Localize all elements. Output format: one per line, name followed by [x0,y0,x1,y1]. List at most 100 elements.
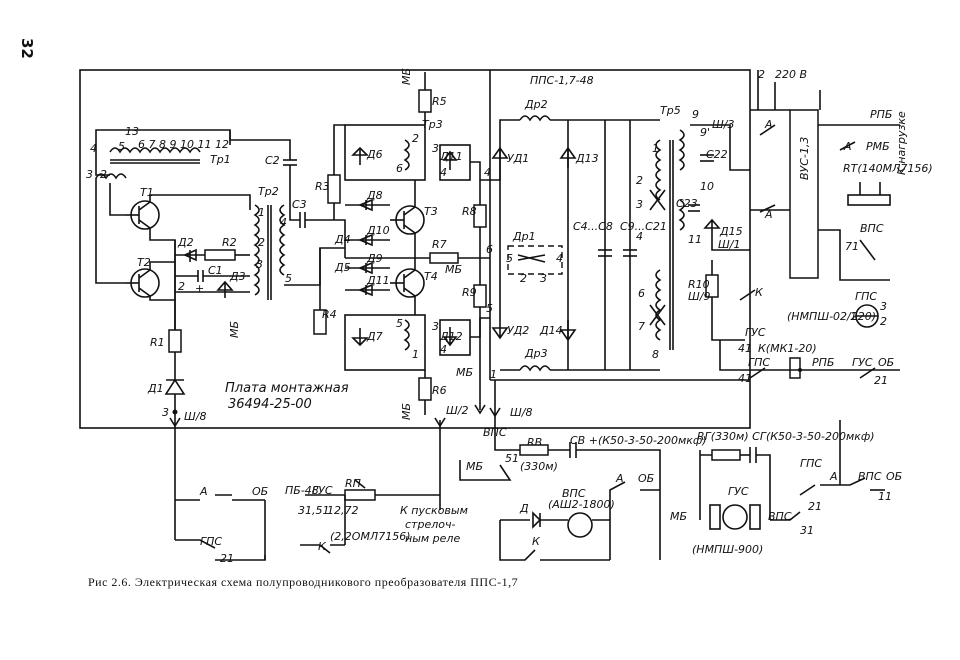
dr1-pin-3: 3 [540,272,547,285]
t1-label: Т1 [140,186,154,199]
mb-bottom: МБ [400,403,413,420]
sh8-left: Ш/8 [184,410,206,423]
r1-d1-branch: R1 Д1 3 Ш/8 [147,300,206,540]
a-br: А [829,470,838,483]
rpb-top: РПБ [870,108,892,121]
to-relays-1: К пусковым [400,504,468,517]
bottom-vps-circuit: ВПС RВ СВ +(К50-3-50-200мкф) МБ 51 (330м… [459,426,707,561]
c4c8-label: С4...С8 [573,220,613,233]
to-relays-3: ным реле [405,532,460,545]
gus-bm: ГУС [312,484,333,497]
mb-top: МБ [400,68,413,85]
d-bc: Д [519,502,529,515]
tr5-pin-9p: 9' [700,126,710,139]
transistor-t3: Т3 [390,205,438,235]
gps-label: ГПС [855,290,877,303]
central-diodes: Д8 Д10 Д4 Д9 Д5 Д11 R4 Д7 5 1 R6 МБ [313,180,447,420]
pb-pins: 31,51 [298,504,330,517]
d13-label: Д13 [575,152,599,165]
d2-label: Д2 [177,236,194,249]
tr5-pin-6: 6 [638,287,645,300]
mb-center: МБ [445,263,462,276]
board-frame [79,69,751,429]
d14-label: Д14 [539,324,563,337]
gps-relay: ГПС [748,356,770,369]
sh3-label: Ш/3 [712,118,734,131]
d8-label: Д8 [366,189,383,202]
node-5: 5 [486,302,493,315]
dr1-label: Др1 [512,230,536,243]
tr5-pin-10: 10 [700,180,714,193]
k-relay-label: К(МК1-20) [758,342,817,355]
tr2-pin-4: 4 [280,216,287,229]
gus-relay: ГУС [745,326,766,339]
c2-c3-network: С2 С3 R3 [229,124,346,286]
dr1-pin-4: 4 [556,252,563,265]
node-4: 4 [484,166,491,179]
bottom-mid-circuit: ПБ-48 ГУС 31,51 12,72 RП (2,2ОМЛ7156) К … [285,417,468,554]
mb-br: МБ [670,510,687,523]
vus-label: ВУС-1,3 [798,137,811,180]
d3-label: Д3 [229,270,246,283]
ob-br: ОБ [886,470,902,483]
to-load-label: К нагрузке [895,111,908,175]
rv-value: (330м) [520,460,558,473]
vus-block: 2 220 В ВУС-1,3 РПБ К нагрузке А А А РМБ… [750,68,933,281]
tr1-pin-4: 4 [90,142,97,155]
tr2-pin-1: 1 [258,206,265,219]
rpb-relay: РПБ [812,356,834,369]
d12-pin-4: 4 [440,343,447,356]
tr1-pin-3: 3 [86,168,93,181]
r6-label: R6 [432,384,447,397]
vps-motor: ВПС [562,487,586,500]
r4-label: R4 [322,308,337,321]
dr3-label: Др3 [524,347,548,360]
transformer-tr5: Тр5 1 2 3 4 6 7 8 9 9' 10 11 С22 С23 Д15… [636,104,750,361]
pin-41-a: 41 [738,342,752,355]
node-6: 6 [486,243,493,256]
pin-11-br: 11 [878,490,892,503]
gps-bl: ГПС [200,535,222,548]
c1-label: С1 [208,264,223,277]
tr5-pin-2: 2 [636,174,643,187]
dr1-pin-2: 2 [520,272,527,285]
gus-pins: 12,72 [327,504,359,517]
gps-pin-1: 1 [850,310,857,323]
c2-label: С2 [265,154,280,167]
output-rectifier: Др2 УД1 Д13 УД2 Д14 Др3 Др1 5 4 2 3 С4..… [490,98,667,372]
rp-label: RП [345,477,361,490]
tr5-pin-11: 11 [688,233,702,246]
rg-label: RГ(330м) СГ(К50-3-50-200мкф) [697,430,875,443]
t4-label: Т4 [424,270,438,283]
d5-label: Д5 [334,261,351,274]
ud1-label: УД1 [507,152,529,165]
c9c21-label: С9...С21 [620,220,667,233]
dr2-label: Др2 [524,98,548,111]
sh1-label: Ш/1 [718,238,740,251]
contact-a-mid: А [764,208,773,221]
to-relays-2: стрелоч- [405,518,455,531]
vps-br: ВПС [768,510,792,523]
mb-left: МБ [228,321,241,338]
r3-label: R3 [315,180,330,193]
rp-value: (2,2ОМЛ7156) [330,530,411,543]
tr5-pin-4: 4 [636,230,643,243]
tr1-pin-5: 5 [118,140,125,153]
gps-pin-3: 3 [880,300,887,313]
k-bm: К [318,540,327,553]
bottom-left-circuit: А ОБ ГПС 21 [175,485,268,565]
tr3-transformer-block: Д6 Тр3 2 6 R5 МБ [344,68,447,181]
d11-pin-3: 3 [432,142,439,155]
pin-2: 2 [758,68,765,81]
tr2-pin-3: 3 [256,258,263,271]
gus-relay-2: ГУС [852,356,873,369]
d6-label: Д6 [366,148,383,161]
d11-label-center: Д11 [366,274,390,287]
tr5-pin-7: 7 [638,320,645,333]
contact-a-bl: А [199,485,208,498]
tr3-pin-6: 6 [396,162,403,175]
d1-label: Д1 [147,382,164,395]
sh8-right: Ш/8 [510,406,532,419]
tr3-pin-2: 2 [412,132,419,145]
pin-21-bl: 21 [220,552,234,565]
